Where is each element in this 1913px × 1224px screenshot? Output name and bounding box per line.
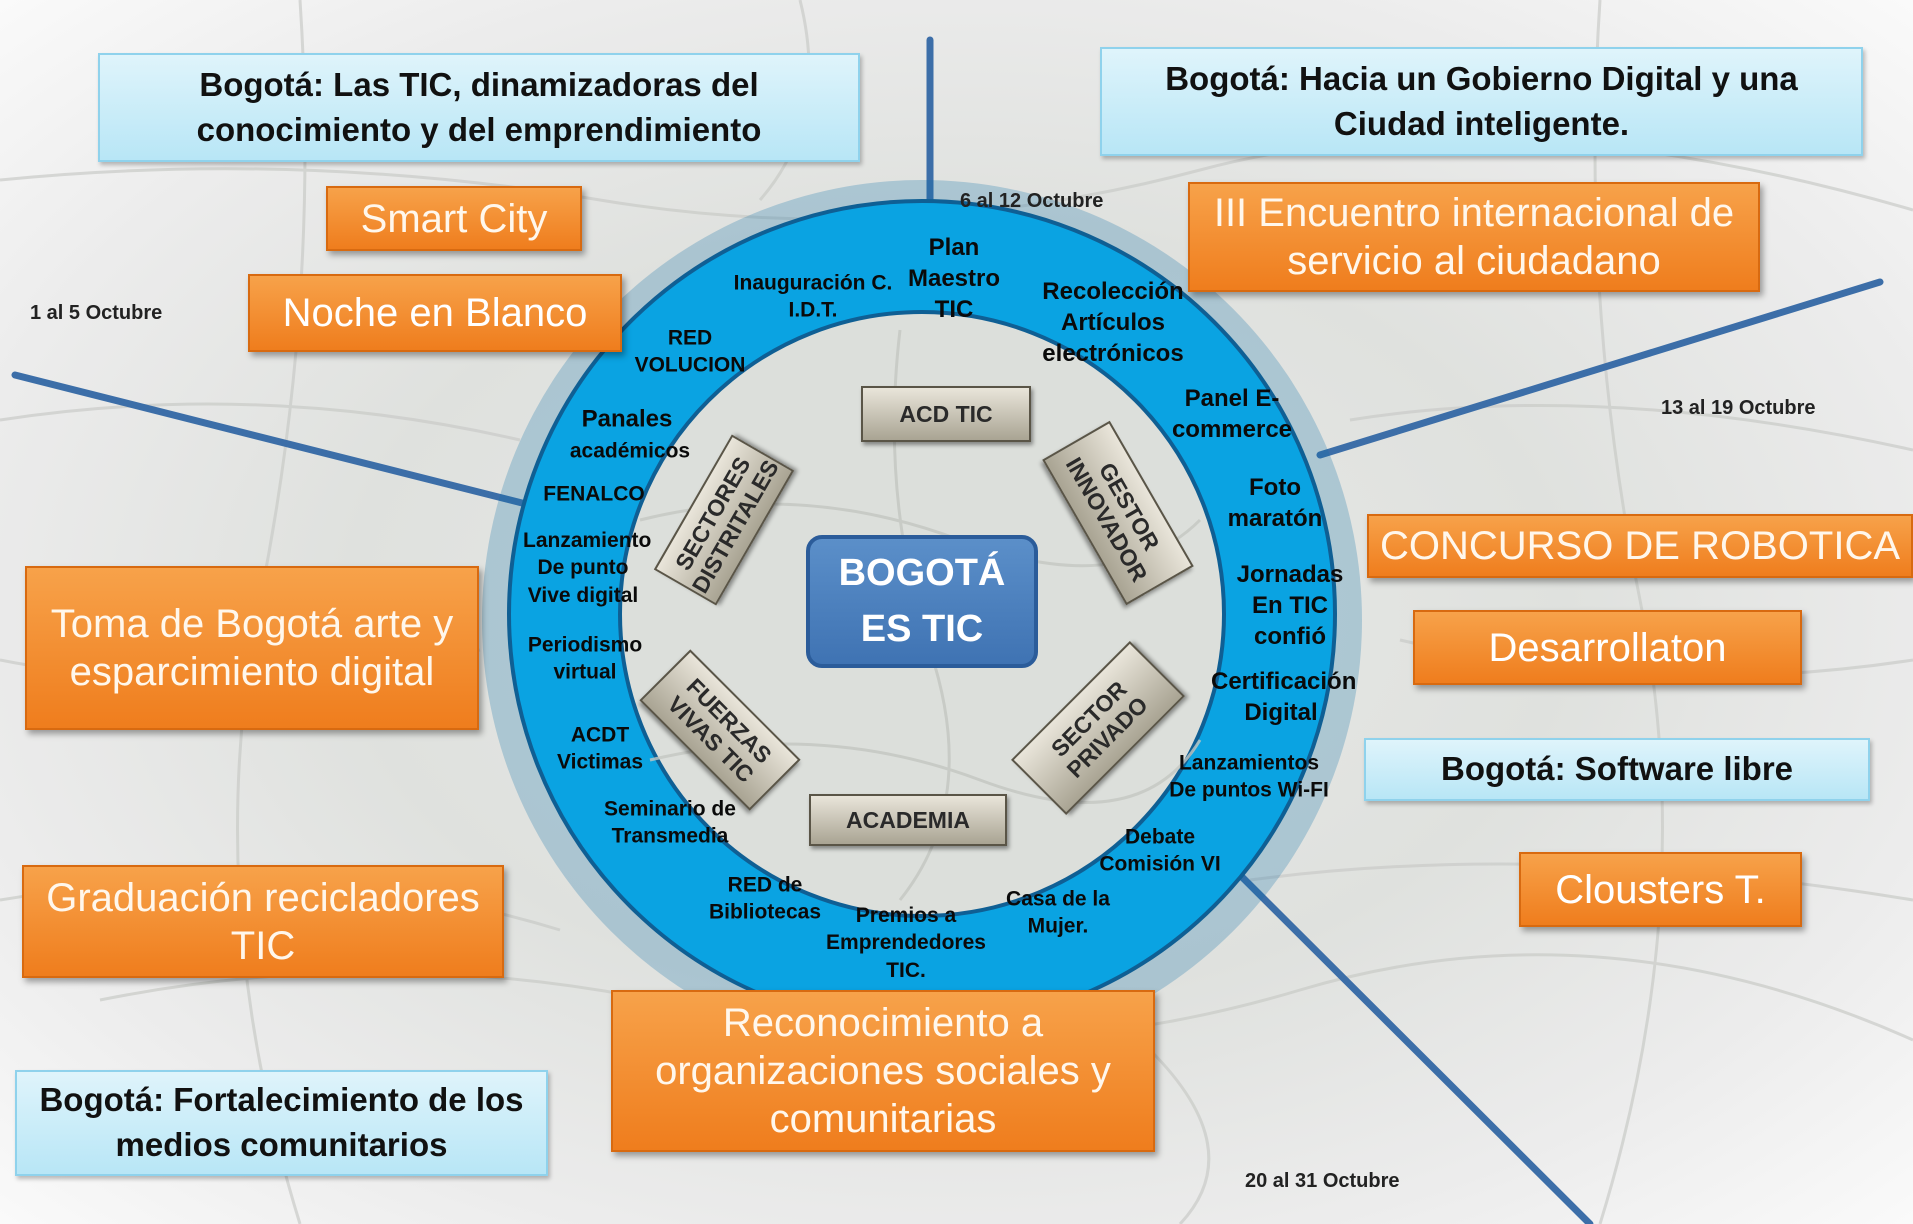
divider-line-left (11, 371, 534, 509)
ring-label-lanzamiento-vive-digital: Lanzamiento De punto Vive digital (523, 529, 652, 607)
date-label-1-5: 1 al 5 Octubre (30, 302, 163, 324)
plate-academia: ACADEMIA (809, 794, 1007, 846)
ring-label-acdt-victimas: ACDT Victimas (557, 723, 643, 774)
ring-label-jornadas: Jornadas En TIC confió (1236, 561, 1344, 651)
divider-line-bottom (1236, 871, 1594, 1224)
center-title-line2: ES TIC (860, 607, 984, 650)
ring-label-premios: Premios a Emprendedores TIC. (826, 904, 986, 982)
ring-label-redvolucion: RED VOLUCION (634, 326, 746, 377)
heading-medios-comunitarios: Bogotá: Fortalecimiento de los medios co… (15, 1070, 548, 1176)
ring-label-plan-maestro: Plan Maestro TIC (907, 234, 1001, 324)
ring-label-panales: Panales (581, 405, 673, 433)
ring-label-debate: Debate Comisión VI (1099, 825, 1221, 876)
heading-software-libre: Bogotá: Software libre (1364, 738, 1870, 801)
event-clousters: Clousters T. (1519, 852, 1802, 927)
ring-label-casa-mujer: Casa de la Mujer. (1006, 887, 1110, 938)
ring-label-seminario: Seminario de Transmedia (604, 797, 736, 848)
date-label-13-19: 13 al 19 Octubre (1661, 397, 1816, 419)
divider-lines (11, 36, 1884, 1224)
ring-label-recoleccion: Recolección Artículos electrónicos (1042, 278, 1184, 368)
ring-label-periodismo: Periodismo virtual (527, 633, 643, 684)
event-graduacion-recicladores: Graduación recicladores TIC (22, 865, 504, 978)
center-title-line1: BOGOTÁ (838, 552, 1006, 595)
event-encuentro-internacional: III Encuentro internacional de servicio … (1188, 182, 1760, 292)
ring-label-certificacion: Certificación Digital (1211, 667, 1357, 726)
plate-acd-tic: ACD TIC (861, 386, 1031, 442)
heading-tic-dinamizadoras: Bogotá: Las TIC, dinamizadoras del conoc… (98, 53, 860, 162)
event-smart-city: Smart City (326, 186, 582, 251)
ring-label-panel-ecommerce: Panel E-commerce (1171, 384, 1293, 443)
event-toma-de-bogota: Toma de Bogotá arte y esparcimiento digi… (25, 566, 479, 730)
ring-label-foto-maraton: Foto maratón (1227, 473, 1323, 532)
event-desarrollaton: Desarrollaton (1413, 610, 1802, 685)
ring-label-lanzamientos-wifi: Lanzamientos De puntos Wi-FI (1169, 751, 1329, 802)
event-concurso-robotica: CONCURSO DE ROBOTICA (1367, 514, 1913, 578)
ring-label-academicos: académicos (569, 439, 691, 463)
event-noche-en-blanco: Noche en Blanco (248, 274, 622, 352)
heading-gobierno-digital: Bogotá: Hacia un Gobierno Digital y una … (1100, 47, 1863, 156)
ring-label-bibliotecas: RED de Bibliotecas (708, 873, 822, 924)
ring-label-inauguracion: Inauguración C. I.D.T. (733, 271, 893, 322)
ring-label-fenalco: FENALCO (543, 482, 645, 506)
divider-line-right (1316, 278, 1884, 459)
date-label-6-12: 6 al 12 Octubre (960, 190, 1104, 212)
date-label-20-31: 20 al 31 Octubre (1245, 1170, 1400, 1192)
event-reconocimiento-organizaciones: Reconocimiento a organizaciones sociales… (611, 990, 1155, 1152)
center-title-box: BOGOTÁ ES TIC (806, 535, 1038, 668)
